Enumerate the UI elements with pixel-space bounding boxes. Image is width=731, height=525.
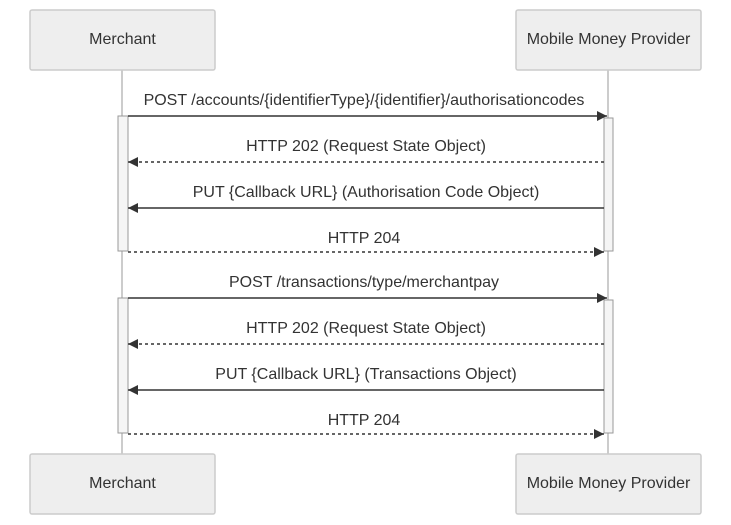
message-label: HTTP 204 [328, 230, 401, 247]
activation-merchant-1 [117, 115, 129, 252]
message-6: HTTP 202 (Request State Object) [128, 320, 604, 349]
participant-provider-bottom: Mobile Money Provider [515, 453, 702, 515]
message-2: HTTP 202 (Request State Object) [128, 138, 604, 167]
message-5: POST /transactions/type/merchantpay [128, 274, 607, 303]
participant-provider-top: Mobile Money Provider [515, 9, 702, 71]
participant-label: Mobile Money Provider [527, 475, 691, 492]
participant-label: Mobile Money Provider [527, 31, 691, 48]
message-label: HTTP 204 [328, 412, 401, 429]
message-label: PUT {Callback URL} (Authorisation Code O… [193, 184, 540, 201]
message-4: HTTP 204 [128, 230, 604, 257]
message-label: HTTP 202 (Request State Object) [246, 138, 486, 155]
message-label: HTTP 202 (Request State Object) [246, 320, 486, 337]
participant-merchant-bottom: Merchant [29, 453, 216, 515]
participant-label: Merchant [89, 475, 156, 492]
message-1: POST /accounts/{identifierType}/{identif… [128, 92, 607, 121]
message-3: PUT {Callback URL} (Authorisation Code O… [128, 184, 604, 213]
message-label: POST /transactions/type/merchantpay [229, 274, 499, 291]
participant-merchant-top: Merchant [29, 9, 216, 71]
activation-merchant-2 [117, 297, 129, 434]
message-label: PUT {Callback URL} (Transactions Object) [215, 366, 516, 383]
message-label: POST /accounts/{identifierType}/{identif… [144, 92, 585, 109]
participant-label: Merchant [89, 31, 156, 48]
message-8: HTTP 204 [128, 412, 604, 439]
message-7: PUT {Callback URL} (Transactions Object) [128, 366, 604, 395]
activation-provider-1 [603, 117, 614, 252]
activation-provider-2 [603, 299, 614, 434]
